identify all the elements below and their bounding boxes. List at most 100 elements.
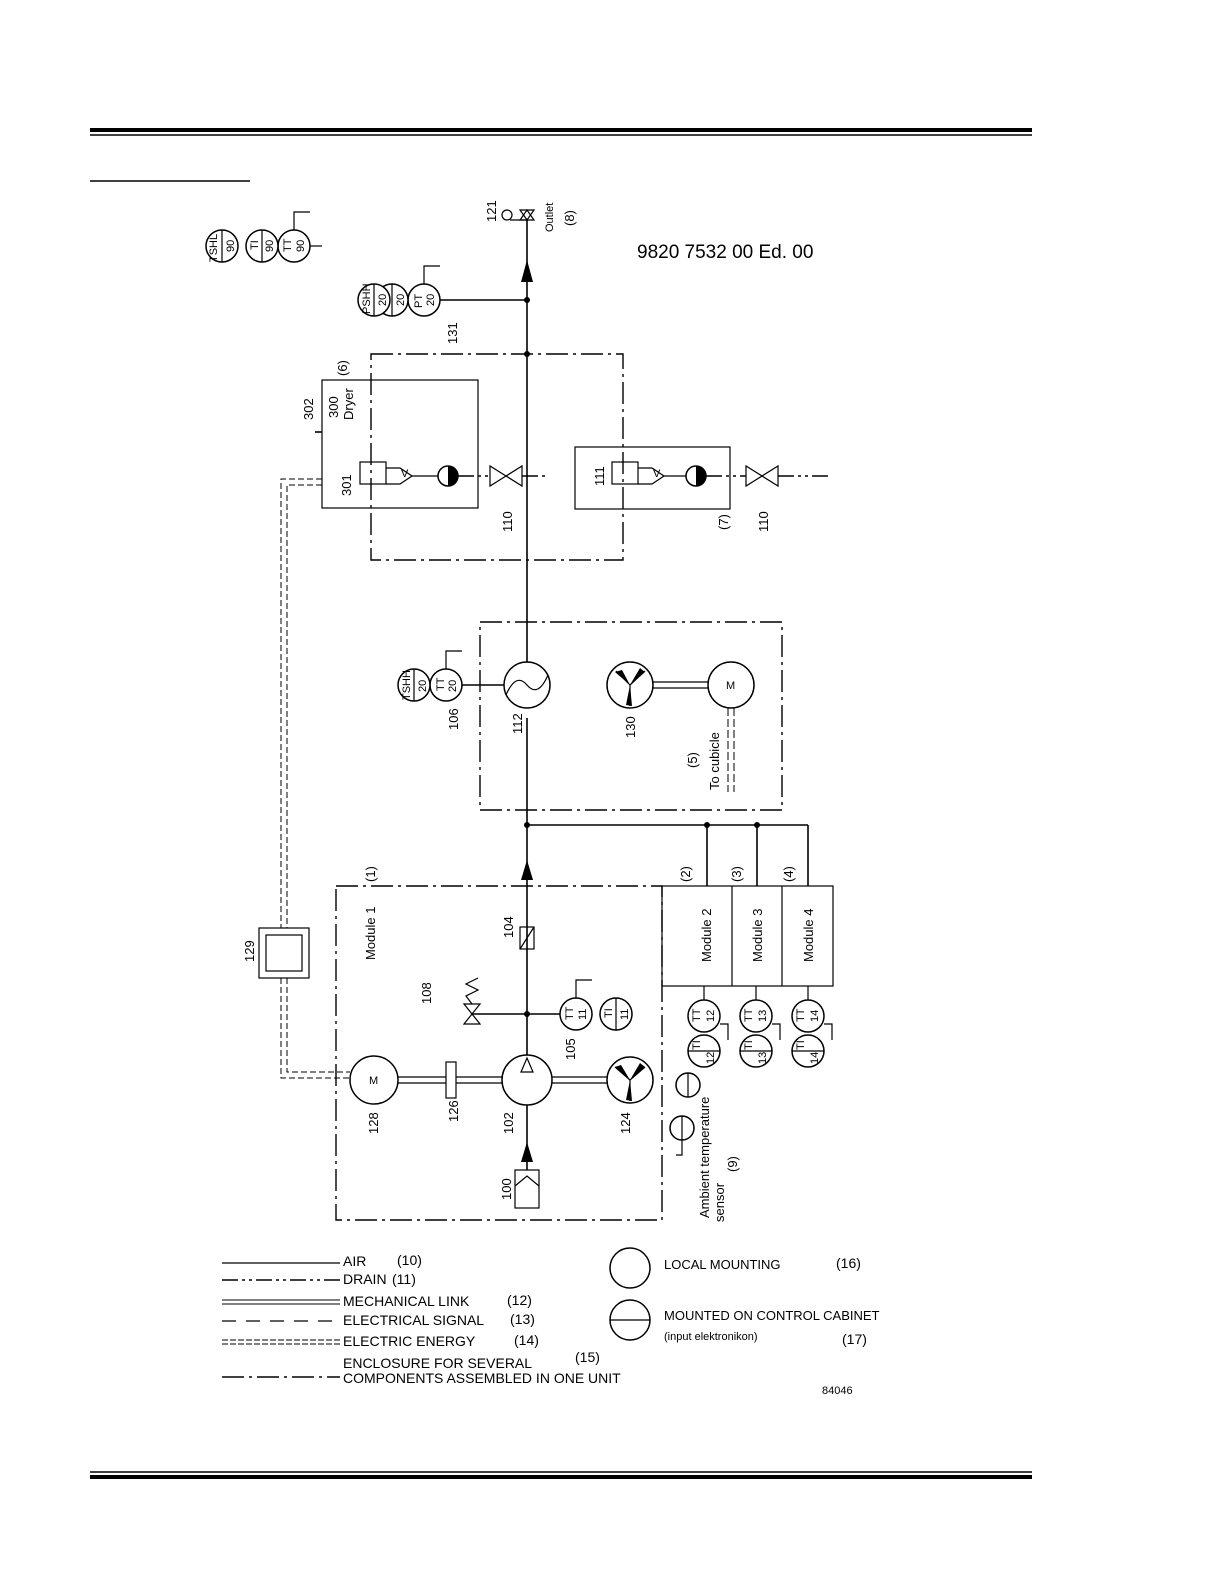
electric-energy-line <box>280 478 350 1079</box>
component-121-label: 121 <box>484 200 499 222</box>
tt90-number: 90 <box>295 240 307 252</box>
component-104-label: 104 <box>501 916 516 938</box>
ti12-tag: TI <box>691 1040 703 1050</box>
legend-enclosure-line1: ENCLOSURE FOR SEVERAL <box>343 1355 532 1371</box>
tt20-tag: TT <box>435 677 447 691</box>
module1-ref: (1) <box>363 866 378 882</box>
legend-control-cabinet: MOUNTED ON CONTROL CABINET <box>664 1308 880 1323</box>
pt-number: 20 <box>425 294 437 306</box>
temperature-indicator-ti11 <box>599 997 633 1031</box>
legend-local-mounting-ref: (16) <box>836 1255 861 1271</box>
drain-ref: (7) <box>716 514 731 530</box>
component-112-label: 112 <box>510 713 525 734</box>
dryer-label: Dryer <box>341 388 356 420</box>
compressor-element-102 <box>501 1054 553 1106</box>
component-110-label: 110 <box>500 511 515 532</box>
tt11-number: 11 <box>577 1009 589 1020</box>
tshh20-number: 20 <box>417 680 429 692</box>
valve-symbol: V <box>653 468 661 480</box>
ambient-sensor-line2: sensor <box>712 1182 727 1222</box>
to-cubicle-cable <box>727 708 735 792</box>
dryer-drain-circuit <box>359 461 548 488</box>
component-111-label: 111 <box>592 466 607 486</box>
tshl90-tag: TSHL <box>208 234 220 262</box>
page-footer-rule <box>90 1471 1032 1479</box>
component-108-label: 108 <box>419 982 434 1004</box>
legend-mechanical-link-ref: (12) <box>507 1292 532 1308</box>
component-124-label: 124 <box>618 1112 633 1134</box>
figure-reference: 84046 <box>822 1385 853 1397</box>
module4-label: Module 4 <box>801 909 816 962</box>
component-102-label: 102 <box>501 1112 516 1134</box>
component-302-label: 302 <box>301 398 316 420</box>
component-110-label: 110 <box>756 511 771 532</box>
component-106-label: 106 <box>446 708 461 730</box>
legend-drain-ref: (11) <box>392 1271 416 1287</box>
component-301-label: 301 <box>339 474 354 496</box>
legend-electric-energy-ref: (14) <box>514 1332 539 1348</box>
modules-2-4-box <box>661 885 834 987</box>
legend-enclosure-ref: (15) <box>575 1349 600 1365</box>
tt12-number: 12 <box>705 1010 717 1022</box>
outlet-valve <box>501 208 536 222</box>
temperature-indicator-ti90 <box>245 229 279 263</box>
mechanical-link <box>653 681 708 689</box>
cooler-112 <box>503 661 551 709</box>
flow-arrow <box>521 260 533 1162</box>
tt12-tag: TT <box>691 1008 703 1022</box>
ti12-number: 12 <box>705 1052 717 1064</box>
to-cubicle-label: To cubicle <box>707 732 722 790</box>
tt90-tag: TT <box>282 238 294 252</box>
tt14-tag: TT <box>795 1008 807 1022</box>
component-131-label: 131 <box>445 322 460 344</box>
legend-control-cabinet-ref: (17) <box>842 1331 867 1347</box>
module2-label: Module 2 <box>699 909 714 962</box>
tt13-number: 13 <box>757 1010 769 1022</box>
module-instruments <box>687 986 833 1068</box>
svg-text:M: M <box>726 680 735 692</box>
legend-control-cabinet-sub: (input elektronikon) <box>664 1331 758 1343</box>
module1-label: Module 1 <box>363 907 378 960</box>
ti90-number: 90 <box>264 240 276 252</box>
dryer-ref: (6) <box>335 360 350 376</box>
check-valve-104 <box>519 926 535 950</box>
ti14-tag: TI <box>795 1040 807 1050</box>
tt11-tag: TT <box>564 1006 576 1020</box>
legend-local-mounting: LOCAL MOUNTING <box>664 1257 781 1272</box>
cooler-ref: (5) <box>685 752 700 768</box>
motor-128: M <box>349 1055 399 1105</box>
safety-valve-108 <box>462 977 482 1025</box>
legend <box>222 1247 651 1378</box>
temperature-switch-tshl90 <box>205 229 239 263</box>
junction-dots <box>524 297 760 1017</box>
drain-box-111 <box>574 446 731 510</box>
legend-air: AIR <box>343 1253 366 1269</box>
cubicle-129 <box>258 927 310 979</box>
pshh-tag: PSHH <box>361 283 373 314</box>
temperature-switch-tshh20 <box>397 668 431 702</box>
valve-symbol: V <box>401 468 409 480</box>
ti11-number: 11 <box>619 1009 631 1020</box>
outlet-ref: (8) <box>562 210 577 226</box>
component-105-label: 105 <box>563 1038 578 1060</box>
component-128-label: 128 <box>366 1112 381 1134</box>
ti11-tag: TI <box>603 1008 615 1018</box>
ti90-tag: TI <box>249 240 261 250</box>
fan-130 <box>606 661 654 709</box>
fan-124 <box>606 1056 654 1104</box>
component-100-label: 100 <box>499 1178 514 1200</box>
module2-ref: (2) <box>678 866 693 882</box>
cooler-enclosure <box>479 621 783 811</box>
pt-tag: PT <box>413 294 425 308</box>
component-130-label: 130 <box>623 716 638 738</box>
document-number: 9820 7532 00 Ed. 00 <box>637 242 813 263</box>
pi-number: 20 <box>395 294 407 306</box>
tshl90-number: 90 <box>225 240 237 252</box>
legend-drain: DRAIN <box>343 1271 387 1287</box>
dryer-number: 300 <box>326 396 341 418</box>
dryer-module-enclosure <box>370 353 624 561</box>
legend-electrical-signal: ELECTRICAL SIGNAL <box>343 1312 484 1328</box>
motor-fan: M <box>707 661 755 709</box>
legend-mechanical-link: MECHANICAL LINK <box>343 1293 470 1309</box>
pressure-switch-pshh <box>357 283 391 317</box>
